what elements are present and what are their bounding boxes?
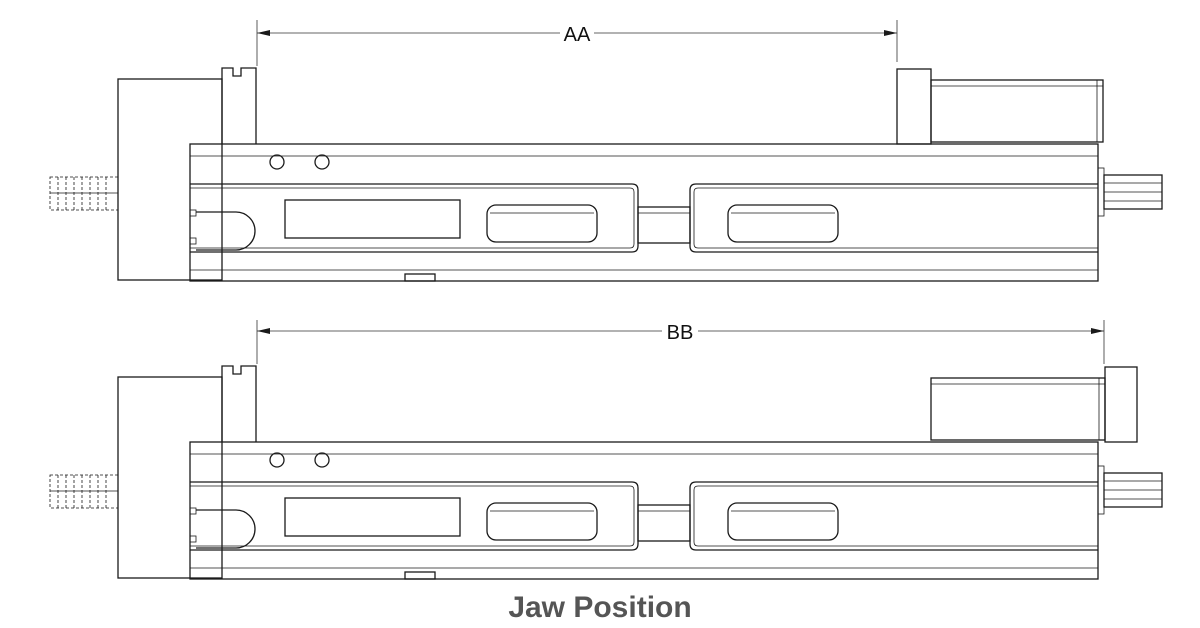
- jaw-extension-block: [930, 377, 1106, 441]
- end-slot: [196, 509, 256, 549]
- mounting-hole: [314, 452, 330, 468]
- jaw-extension-block: [930, 79, 1104, 143]
- vise-body: [189, 143, 1099, 282]
- dimension-label-aa: AA: [564, 24, 591, 46]
- rounded-slot: [486, 502, 598, 541]
- lead-screw-left: [49, 176, 119, 211]
- figure-caption: Jaw Position: [508, 591, 692, 624]
- rounded-slot: [486, 204, 598, 243]
- bottom-tab: [404, 273, 436, 282]
- vise-body: [189, 441, 1099, 580]
- dimension-label-bb: BB: [667, 322, 694, 344]
- end-slot: [196, 211, 256, 251]
- fixed-jaw: [221, 365, 257, 442]
- center-bridge: [637, 206, 691, 244]
- bottom-tab: [404, 571, 436, 580]
- movable-jaw: [1104, 366, 1138, 443]
- center-bridge: [637, 504, 691, 542]
- dimension-aa: AA: [256, 20, 898, 66]
- mounting-hole: [269, 452, 285, 468]
- lead-screw-right: [1097, 465, 1163, 515]
- label-window: [284, 199, 461, 239]
- lead-screw-right: [1097, 167, 1163, 217]
- mounting-hole: [314, 154, 330, 170]
- vise-view-closed: AA: [49, 20, 1163, 282]
- dimension-bb: BB: [256, 320, 1105, 364]
- fixed-jaw: [221, 67, 257, 144]
- vise-view-open: BB: [49, 320, 1163, 580]
- mounting-hole: [269, 154, 285, 170]
- rounded-slot: [727, 204, 839, 243]
- rounded-slot: [727, 502, 839, 541]
- movable-jaw: [896, 68, 932, 145]
- lead-screw-left: [49, 474, 119, 509]
- label-window: [284, 497, 461, 537]
